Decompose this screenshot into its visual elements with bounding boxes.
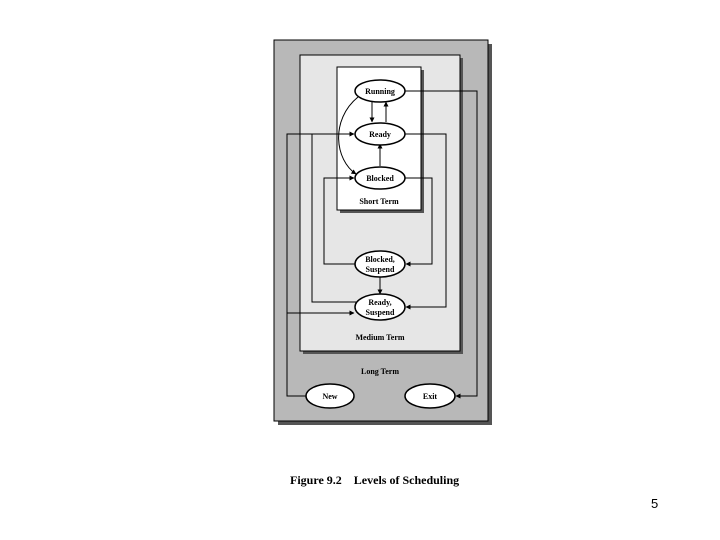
- state-blocked: [354, 166, 406, 190]
- edge-running-to-exit: [405, 90, 478, 399]
- label-blocked: Blocked: [366, 174, 394, 183]
- state-running: [354, 79, 406, 103]
- state-new: [305, 383, 355, 409]
- edge-ready-to-ready-suspend: [405, 133, 447, 310]
- short-term-label: Short Term: [359, 197, 399, 206]
- state-ready-suspend: [354, 293, 406, 321]
- state-exit: [404, 383, 456, 409]
- figure-caption: Figure 9.2 Levels of Scheduling: [290, 473, 459, 488]
- edge-ready-suspend-to-ready: [311, 134, 356, 303]
- edge-blocked-suspend-to-blocked: [323, 175, 355, 265]
- long-term-label: Long Term: [361, 367, 399, 376]
- label-ready-suspend-line1: Ready,: [368, 298, 391, 307]
- edge-new-to-ready: [286, 131, 355, 397]
- caption-number: Figure 9.2: [290, 473, 342, 487]
- page-number: 5: [651, 496, 659, 511]
- state-blocked-suspend: [354, 250, 406, 278]
- state-ready: [354, 122, 406, 146]
- label-blocked-suspend-line1: Blocked,: [365, 255, 395, 264]
- label-new: New: [322, 392, 337, 401]
- edge-blocked-to-blocked-suspend: [405, 177, 433, 267]
- label-ready-suspend-line2: Suspend: [366, 308, 395, 317]
- label-blocked-suspend-line2: Suspend: [366, 265, 395, 274]
- medium-term-label: Medium Term: [355, 333, 404, 342]
- label-running: Running: [365, 87, 395, 96]
- label-exit: Exit: [423, 392, 438, 401]
- edge-running-to-blocked: [338, 96, 359, 175]
- label-ready: Ready: [369, 130, 391, 139]
- caption-title: Levels of Scheduling: [353, 473, 460, 487]
